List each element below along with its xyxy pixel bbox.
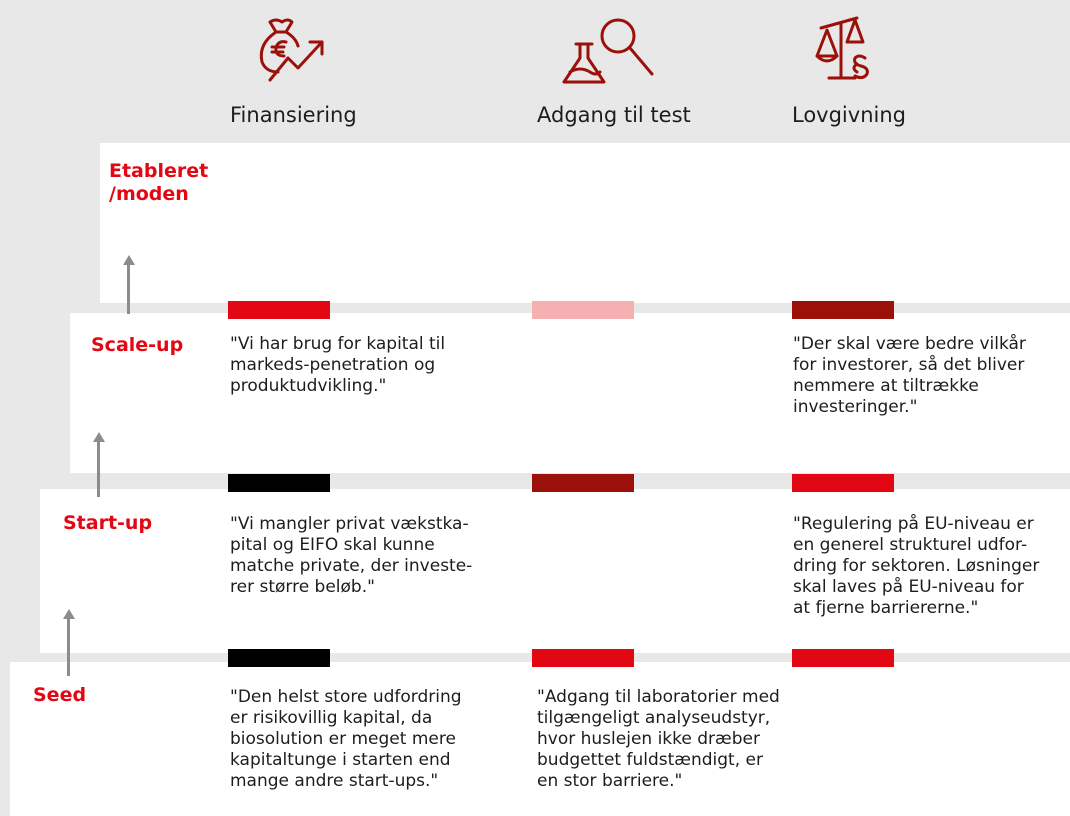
panel-startup xyxy=(40,489,1070,653)
quote-startup-lovgivning: "Regulering på EU-niveau er en generel s… xyxy=(793,514,1040,618)
bar-scaleup-lovgivning xyxy=(792,301,894,319)
quote-scaleup-lovgivning: "Der skal være bedre vilkår for investor… xyxy=(793,334,1026,417)
stage-label-etableret: Etableret /moden xyxy=(109,160,209,205)
scales-paragraph-icon xyxy=(815,16,869,80)
bar-seed-finansiering xyxy=(228,649,330,667)
stage-label-scaleup: Scale-up xyxy=(91,334,184,356)
bar-scaleup-adgang xyxy=(532,301,634,319)
panel-scaleup xyxy=(70,313,1070,473)
column-title-adgang-til-test: Adgang til test xyxy=(537,103,691,127)
column-title-finansiering: Finansiering xyxy=(230,103,357,127)
bar-scaleup-finansiering xyxy=(228,301,330,319)
quote-seed-adgang: "Adgang til laboratorier med tilgængelig… xyxy=(537,687,780,791)
arrow-up-icon xyxy=(63,609,75,619)
arrow-line xyxy=(127,264,130,314)
bar-startup-finansiering xyxy=(228,474,330,492)
panel-etableret xyxy=(100,143,1070,303)
quote-scaleup-finansiering: "Vi har brug for kapital til markeds-pen… xyxy=(230,334,446,396)
bar-seed-adgang xyxy=(532,649,634,667)
bar-startup-lovgivning xyxy=(792,474,894,492)
stage-label-startup: Start-up xyxy=(63,512,153,534)
arrow-up-icon xyxy=(123,255,135,265)
bar-startup-adgang xyxy=(532,474,634,492)
column-title-lovgivning: Lovgivning xyxy=(792,103,906,127)
bar-seed-lovgivning xyxy=(792,649,894,667)
arrow-line xyxy=(67,618,70,676)
arrow-up-icon xyxy=(93,432,105,442)
quote-seed-finansiering: "Den helst store udfordring er risikovil… xyxy=(230,687,462,791)
flask-magnifier-icon xyxy=(562,18,654,84)
panel-seed xyxy=(10,662,1070,816)
stage-label-seed: Seed xyxy=(33,684,87,706)
money-bag-growth-icon xyxy=(259,18,324,82)
arrow-line xyxy=(97,441,100,497)
quote-startup-finansiering: "Vi mangler privat vækstka- pital og EIF… xyxy=(230,514,473,597)
